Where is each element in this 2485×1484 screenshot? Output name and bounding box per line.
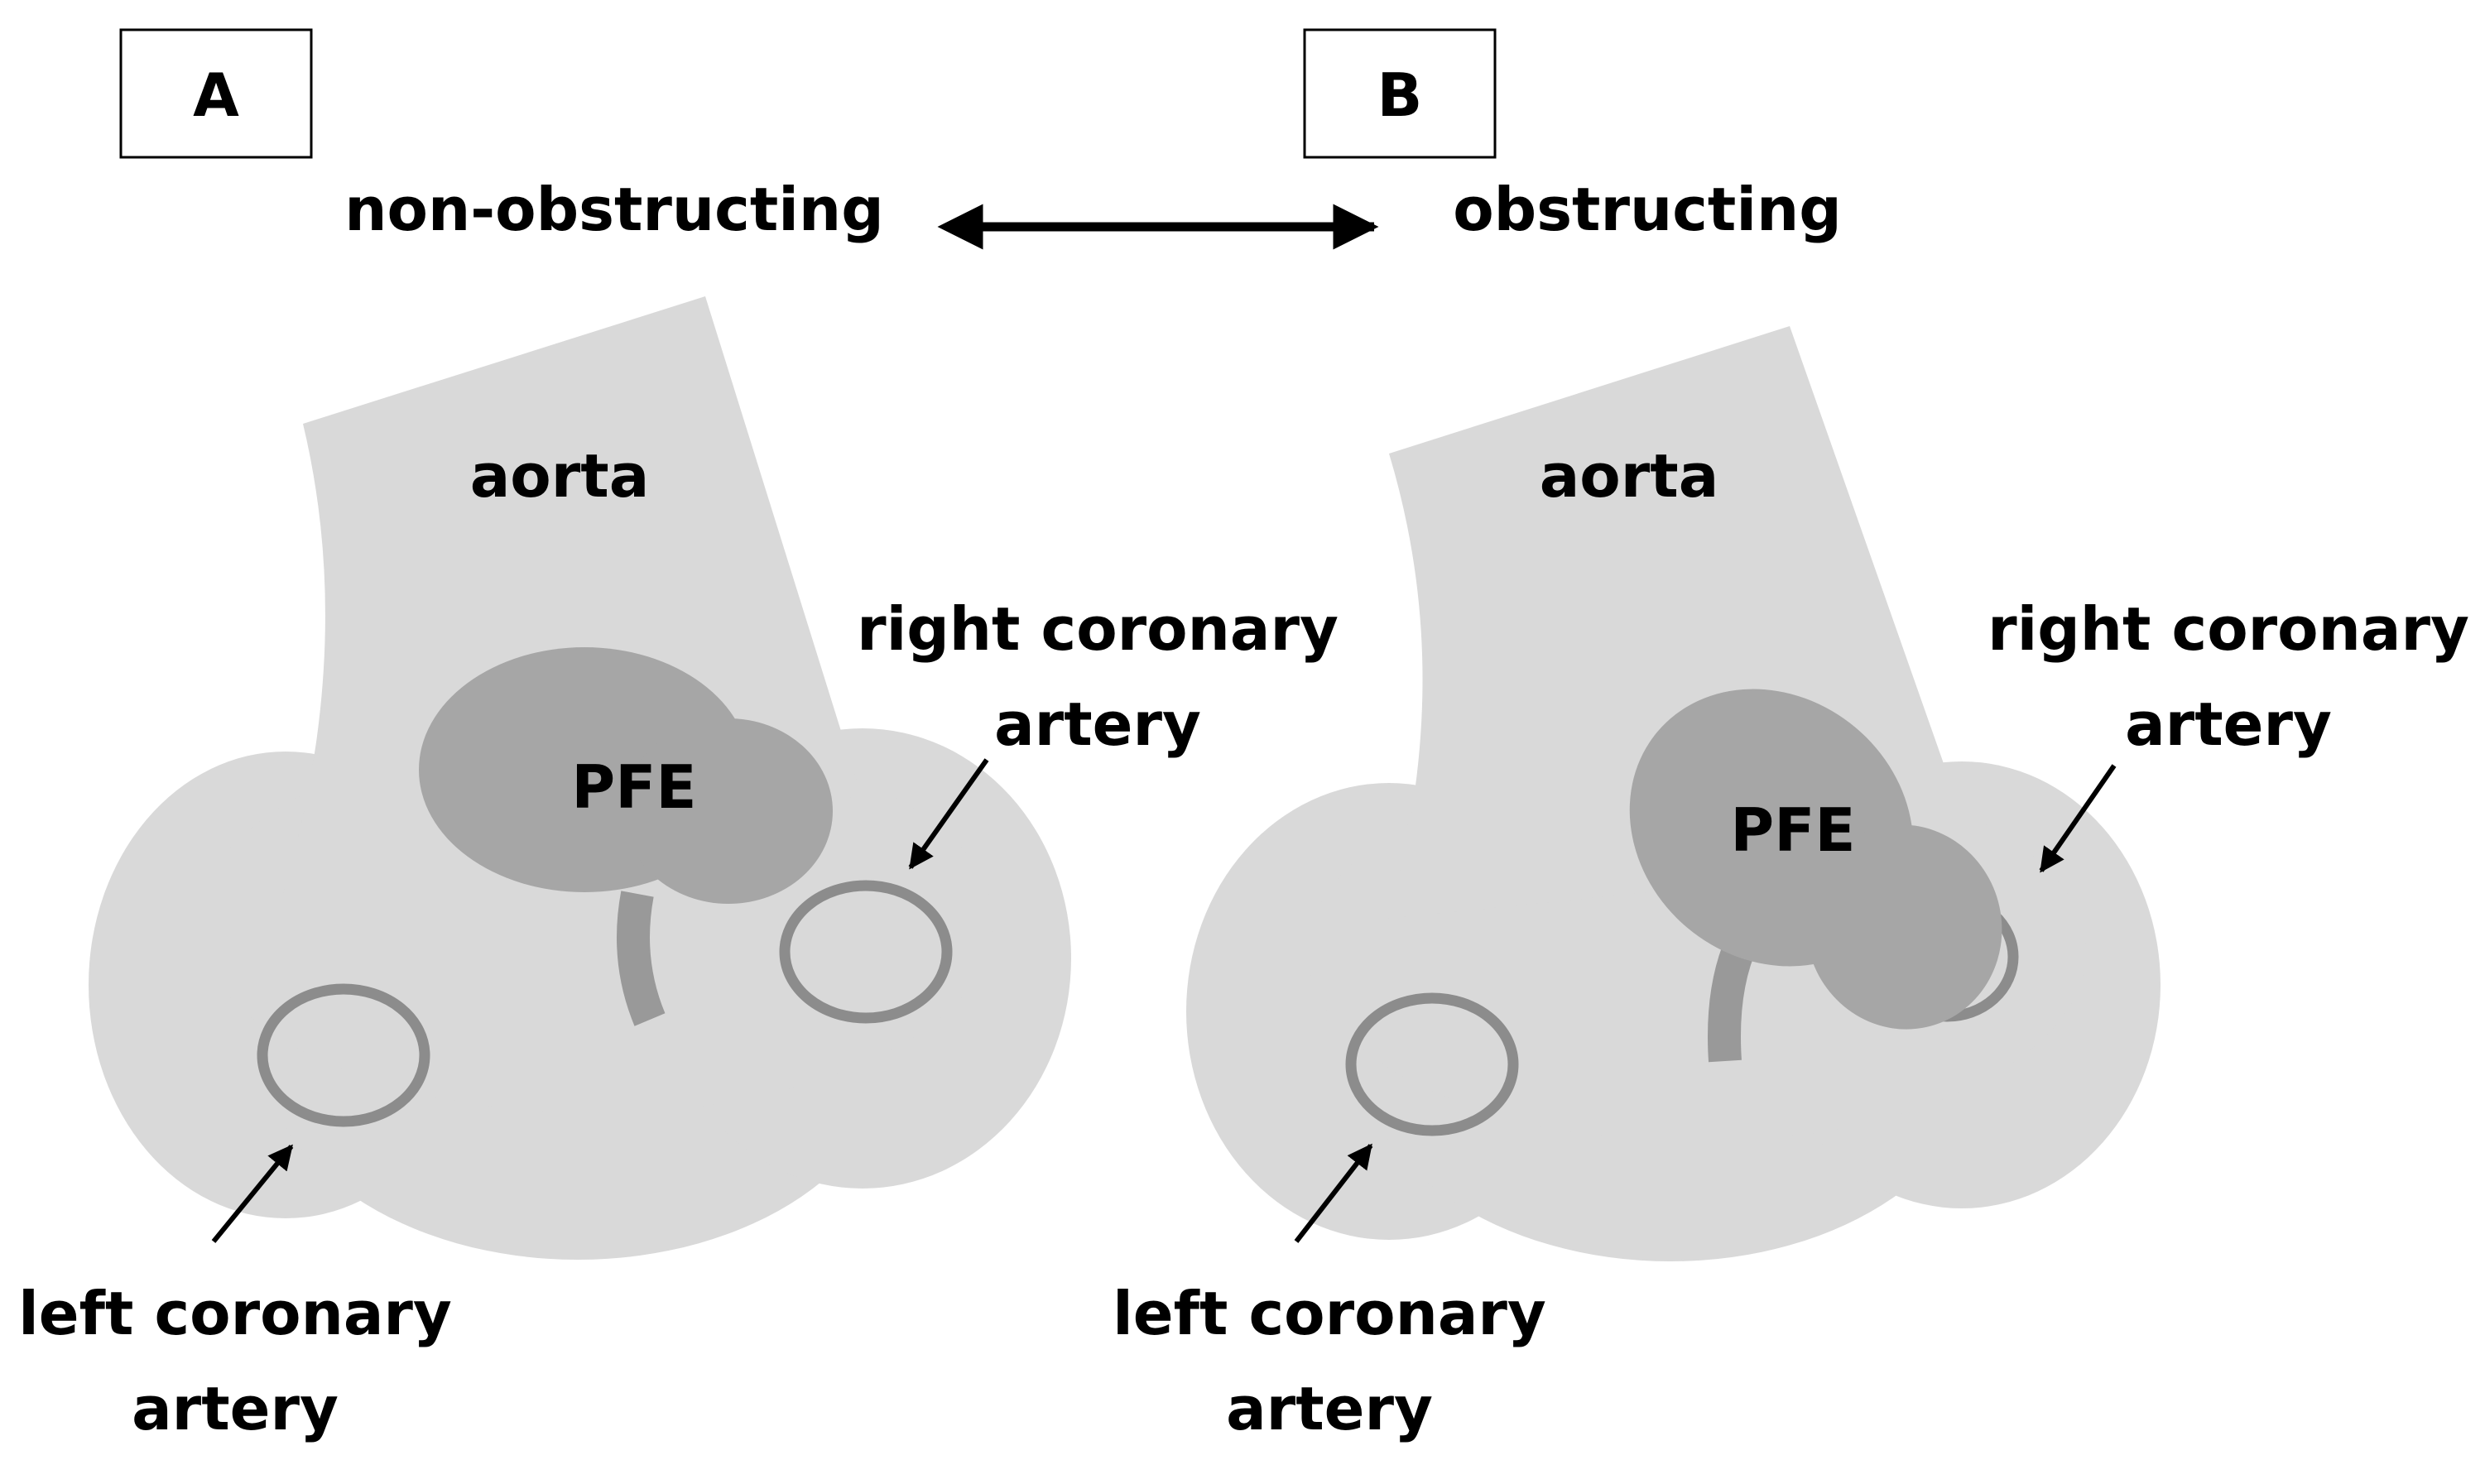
panel-a: A non-obstructing aorta PFE right corona… (18, 28, 1339, 1443)
panel-a-left-coronary-label-2: artery (132, 1374, 339, 1443)
panel-a-left-coronary-label-1: left coronary (18, 1279, 452, 1348)
panel-a-right-coronary-label-1: right coronary (857, 594, 1339, 664)
panel-b-pfe-label: PFE (1730, 795, 1855, 865)
panel-a-right-coronary-label-2: artery (994, 689, 1201, 759)
panel-b-pfe (1629, 689, 2002, 1030)
panel-b-state-label: obstructing (1453, 175, 1842, 244)
panel-b-left-coronary-label-2: artery (1226, 1374, 1433, 1443)
panel-a-label-box: A (119, 28, 313, 159)
panel-a-aorta-label: aorta (470, 441, 650, 511)
panel-b-right-coronary-arrow (2039, 764, 2117, 873)
panel-b-letter: B (1377, 60, 1423, 130)
panel-a-state-label: non-obstructing (344, 175, 883, 244)
panel-b-aorta-label: aorta (1540, 441, 1719, 511)
panel-b-label-box: B (1303, 28, 1497, 159)
panel-b-left-coronary-arrow (1294, 1143, 1373, 1243)
panel-b-left-coronary-label-1: left coronary (1113, 1279, 1546, 1348)
panel-a-left-coronary-arrow (211, 1144, 294, 1243)
panel-a-pfe (419, 647, 833, 904)
panel-b-left-coronary-ostium (1345, 992, 1519, 1136)
panel-b: B obstructing aorta PFE right coronary a… (1113, 28, 2469, 1443)
panel-a-letter: A (193, 60, 239, 130)
panel-a-pfe-stalk (617, 891, 666, 1026)
panel-a-pfe-label: PFE (571, 752, 696, 822)
panel-b-right-coronary-label-2: artery (2125, 689, 2332, 759)
panel-a-right-coronary-ostium (779, 880, 953, 1024)
panel-b-right-coronary-label-1: right coronary (1988, 594, 2469, 664)
panel-a-left-coronary-ostium (257, 983, 430, 1127)
panel-a-right-coronary-arrow (908, 758, 989, 870)
